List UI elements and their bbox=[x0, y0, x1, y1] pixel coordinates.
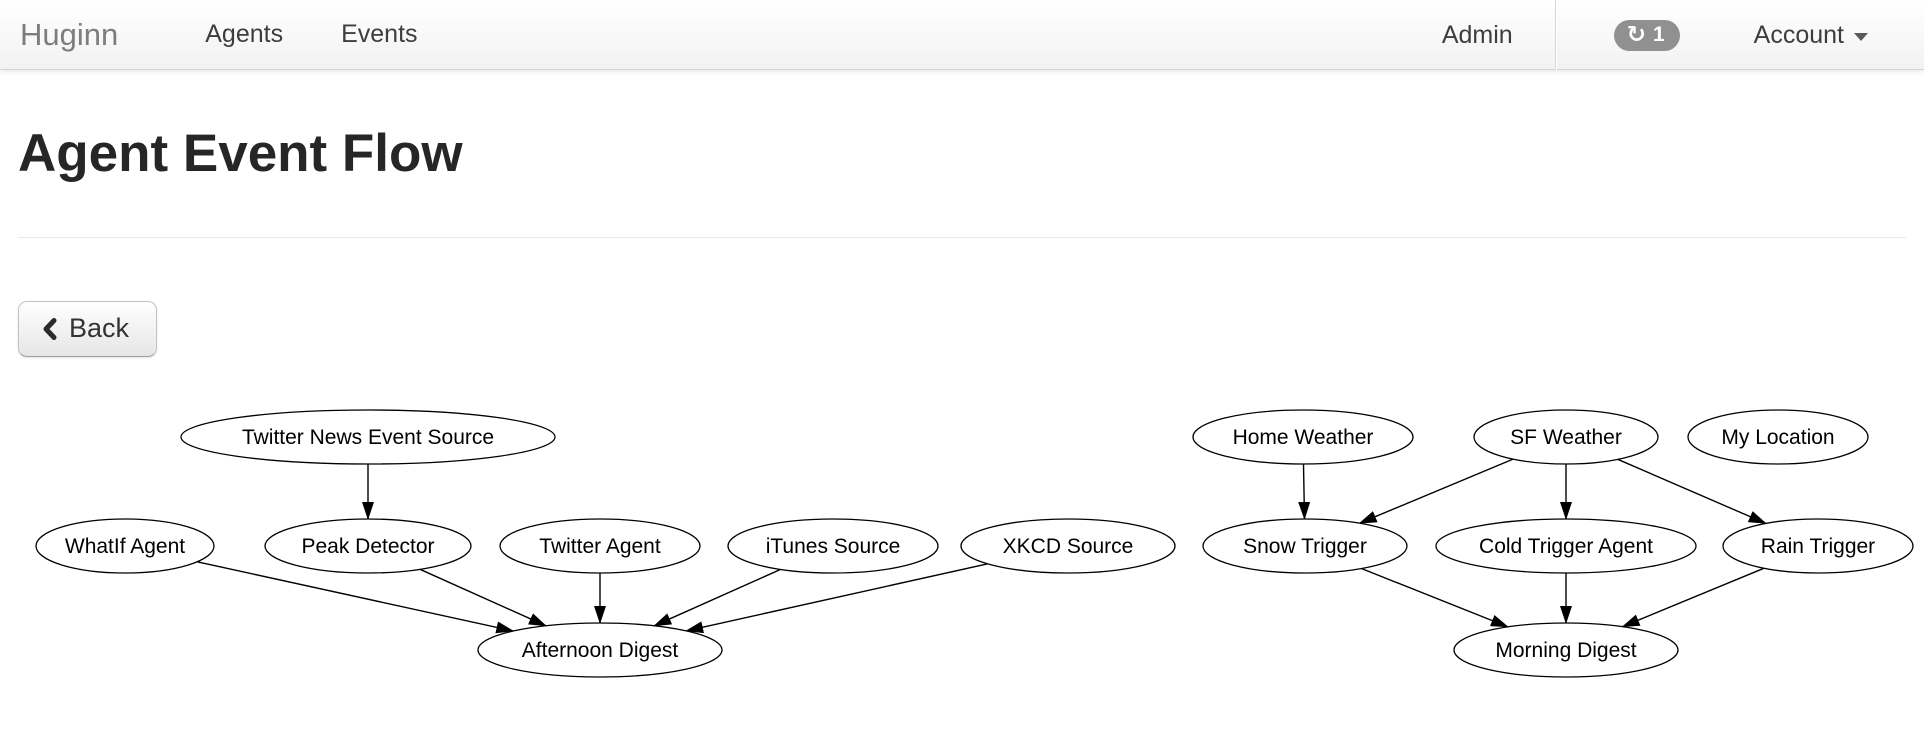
graph-node-rain: Rain Trigger bbox=[1722, 518, 1914, 574]
top-navbar: Huginn Agents Events Admin ↻ 1 Account bbox=[0, 0, 1924, 70]
chevron-left-icon bbox=[43, 317, 57, 340]
jobs-count-badge[interactable]: ↻ 1 bbox=[1613, 19, 1680, 51]
graph-node-ellipse bbox=[264, 518, 472, 574]
graph-node-twitter: Twitter Agent bbox=[499, 518, 701, 574]
jobs-count: 1 bbox=[1652, 22, 1665, 46]
navbar-right: Admin ↻ 1 Account bbox=[1442, 0, 1868, 70]
graph-node-label: XKCD Source bbox=[1003, 535, 1134, 558]
graph-node-ellipse bbox=[180, 409, 556, 465]
graph-node-ellipse bbox=[35, 518, 215, 574]
graph-edge-peak-afternoon bbox=[419, 568, 547, 627]
graph-node-ellipse bbox=[960, 518, 1176, 574]
graph-node-label: WhatIf Agent bbox=[65, 535, 185, 558]
graph-node-ellipse bbox=[1202, 518, 1408, 574]
graph-node-morning: Morning Digest bbox=[1453, 622, 1679, 678]
graph-edge-snow-morning bbox=[1361, 568, 1509, 628]
graph-edge-sf-snow bbox=[1358, 458, 1514, 525]
graph-node-ellipse bbox=[1722, 518, 1914, 574]
graph-node-ellipse bbox=[1687, 409, 1869, 465]
graph-node-label: Rain Trigger bbox=[1761, 535, 1875, 558]
graph-node-ellipse bbox=[727, 518, 939, 574]
graph-node-tnes: Twitter News Event Source bbox=[180, 409, 556, 465]
graph-node-label: Afternoon Digest bbox=[522, 639, 679, 662]
back-button[interactable]: Back bbox=[18, 301, 158, 358]
graph-node-whatif: WhatIf Agent bbox=[35, 518, 215, 574]
navbar-links: Agents Events bbox=[140, 20, 446, 49]
graph-node-ellipse bbox=[1192, 409, 1414, 465]
graph-edge-xkcd-afternoon bbox=[685, 563, 988, 634]
graph-node-label: iTunes Source bbox=[766, 535, 901, 558]
graph-node-ellipse bbox=[1453, 622, 1679, 678]
graph-node-ellipse bbox=[499, 518, 701, 574]
brand-link[interactable]: Huginn bbox=[20, 16, 119, 52]
graph-node-snow: Snow Trigger bbox=[1202, 518, 1408, 574]
nav-item-agents[interactable]: Agents bbox=[205, 20, 284, 48]
graph-node-ellipse bbox=[1435, 518, 1697, 574]
graph-node-xkcd: XKCD Source bbox=[960, 518, 1176, 574]
graph-node-label: Peak Detector bbox=[301, 535, 434, 558]
graph-node-label: Twitter Agent bbox=[539, 535, 661, 558]
navbar-vertical-divider bbox=[1554, 0, 1556, 70]
refresh-icon: ↻ bbox=[1626, 21, 1646, 47]
graph-node-home: Home Weather bbox=[1192, 409, 1414, 465]
caret-down-icon bbox=[1854, 32, 1868, 41]
graph-node-label: Snow Trigger bbox=[1243, 535, 1367, 558]
title-divider bbox=[18, 237, 1906, 239]
graph-node-sf: SF Weather bbox=[1473, 409, 1659, 465]
account-dropdown[interactable]: Account bbox=[1754, 21, 1868, 50]
graph-node-peak: Peak Detector bbox=[264, 518, 472, 574]
nav-item-events[interactable]: Events bbox=[341, 20, 418, 48]
graph-node-label: Morning Digest bbox=[1495, 639, 1636, 662]
graph-node-label: Cold Trigger Agent bbox=[1479, 535, 1653, 558]
graph-edge-sf-rain bbox=[1617, 458, 1767, 525]
main-content: Agent Event Flow Back Twitter News Event… bbox=[0, 124, 1924, 698]
graph-node-itunes: iTunes Source bbox=[727, 518, 939, 574]
graph-node-afternoon: Afternoon Digest bbox=[477, 622, 723, 678]
account-label: Account bbox=[1753, 20, 1844, 49]
graph-node-label: Home Weather bbox=[1233, 426, 1374, 449]
back-button-label: Back bbox=[69, 313, 130, 344]
graph-node-mylocation: My Location bbox=[1687, 409, 1869, 465]
graph-node-cold: Cold Trigger Agent bbox=[1435, 518, 1697, 574]
graph-edge-home-snow bbox=[1298, 464, 1311, 521]
graph-node-ellipse bbox=[1473, 409, 1659, 465]
graph-edge-rain-morning bbox=[1621, 567, 1765, 628]
page-title: Agent Event Flow bbox=[18, 124, 463, 183]
graph-node-label: Twitter News Event Source bbox=[242, 426, 494, 449]
graph-node-label: My Location bbox=[1721, 426, 1834, 449]
graph-node-ellipse bbox=[477, 622, 723, 678]
nav-item-admin[interactable]: Admin bbox=[1441, 20, 1513, 49]
graph-edge-whatif-afternoon bbox=[197, 561, 515, 634]
graph-node-label: SF Weather bbox=[1510, 426, 1622, 449]
graph-edge-itunes-afternoon bbox=[653, 569, 781, 627]
